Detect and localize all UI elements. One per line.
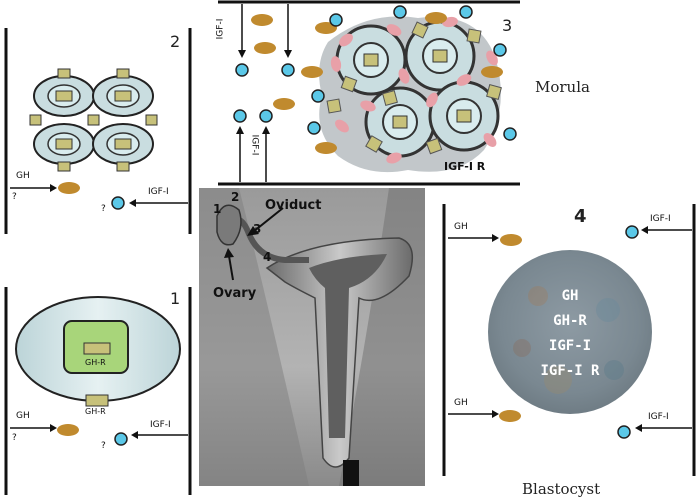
panel-2-question-1: ?: [12, 192, 17, 202]
panel-2-drawing: [4, 28, 192, 234]
ovary-label: Ovary: [213, 286, 257, 301]
blastocyst-igf: IGF-I: [548, 338, 592, 354]
blastocyst-gh-r: GH-R: [553, 313, 587, 329]
igf-molecule: [114, 432, 128, 446]
panel-2-igf-label: IGF-I: [148, 187, 169, 197]
panel-4-gh-bottom-label: GH: [454, 398, 468, 408]
panel-1-gh-label: GH: [16, 411, 30, 421]
panel-4-drawing: [442, 204, 696, 476]
blastocyst: [488, 250, 652, 414]
gh-molecule: [251, 14, 273, 26]
igf-molecule: [329, 13, 343, 27]
panel-3-drawing: [218, 0, 520, 186]
panel-3-igf-bottom-label: IGF-I: [249, 134, 260, 156]
igf-molecule: [235, 63, 249, 77]
gh-molecule: [499, 410, 521, 422]
gh-r-inner-label: GH-R: [85, 358, 106, 367]
panel-1-drawing: [4, 287, 192, 495]
panel-3-morula: IGF-I IGF-I 3 IGF-I R: [215, 0, 520, 186]
site-number-4: 4: [263, 250, 272, 264]
panel-1-one-cell: 1 GH-R GH-R GH ? IGF-I ?: [0, 283, 196, 498]
morula-caption: Morula: [535, 78, 590, 96]
reproductive-tract-image: 1 2 3 4 Oviduct Ovary: [199, 188, 425, 486]
panel-4-igf-bottom-label: IGF-I: [648, 412, 669, 422]
igf-molecule: [503, 127, 517, 141]
site-number-3: 3: [253, 222, 262, 236]
gh-molecule: [273, 98, 295, 110]
gh-molecule: [425, 12, 447, 24]
blastocyst-caption: Blastocyst: [522, 480, 601, 498]
gh-r-outer-label: GH-R: [85, 407, 106, 416]
igf-receptor-label: IGF-I R: [444, 160, 486, 173]
igf-molecule: [311, 89, 325, 103]
panel-3-number: 3: [502, 16, 513, 35]
panel-1-number: 1: [170, 289, 181, 308]
igf-molecule: [281, 63, 295, 77]
blastocyst-igf-r: IGF-I R: [540, 363, 600, 379]
panel-1-question-1: ?: [12, 433, 17, 443]
panel-4-number: 4: [574, 206, 587, 227]
panel-2-four-cell: 2 GH ? IGF-I ?: [0, 20, 196, 240]
panel-4-blastocyst: 4 GH IGF-I GH IGF-I GH GH-R IGF-I IGF-I …: [438, 200, 700, 482]
gh-molecule: [57, 424, 79, 436]
gh-molecule: [315, 142, 337, 154]
igf-molecule: [233, 109, 247, 123]
panel-1-igf-label: IGF-I: [150, 420, 171, 430]
igf-molecule: [625, 225, 639, 239]
panel-1-question-2: ?: [101, 441, 106, 451]
reproductive-tract-drawing: [199, 188, 425, 486]
panel-2-number: 2: [170, 32, 181, 51]
panel-4-gh-top-label: GH: [454, 222, 468, 232]
morula-cluster: [319, 16, 502, 173]
site-number-2: 2: [231, 190, 240, 204]
igf-molecule: [617, 425, 631, 439]
igf-molecule: [493, 43, 507, 57]
panel-4-igf-top-label: IGF-I: [650, 214, 671, 224]
gh-receptor-outer: [85, 394, 109, 407]
four-cell-embryo: [29, 68, 158, 172]
gh-molecule: [481, 66, 503, 78]
gh-molecule: [254, 42, 276, 54]
blastocyst-text: GH GH-R IGF-I IGF-I R: [488, 284, 652, 384]
igf-molecule: [393, 5, 407, 19]
site-number-1: 1: [213, 202, 222, 216]
oviduct-label: Oviduct: [265, 198, 322, 213]
gh-molecule: [58, 182, 80, 194]
panel-2-question-2: ?: [101, 204, 106, 214]
blastocyst-gh: GH: [561, 288, 579, 304]
panel-3-igf-top-label: IGF-I: [215, 18, 226, 40]
igf-molecule: [459, 5, 473, 19]
igf-molecule: [111, 196, 125, 210]
igf-molecule: [259, 109, 273, 123]
gh-molecule: [301, 66, 323, 78]
gh-molecule: [500, 234, 522, 246]
igf-molecule: [307, 121, 321, 135]
panel-2-gh-label: GH: [16, 171, 30, 181]
